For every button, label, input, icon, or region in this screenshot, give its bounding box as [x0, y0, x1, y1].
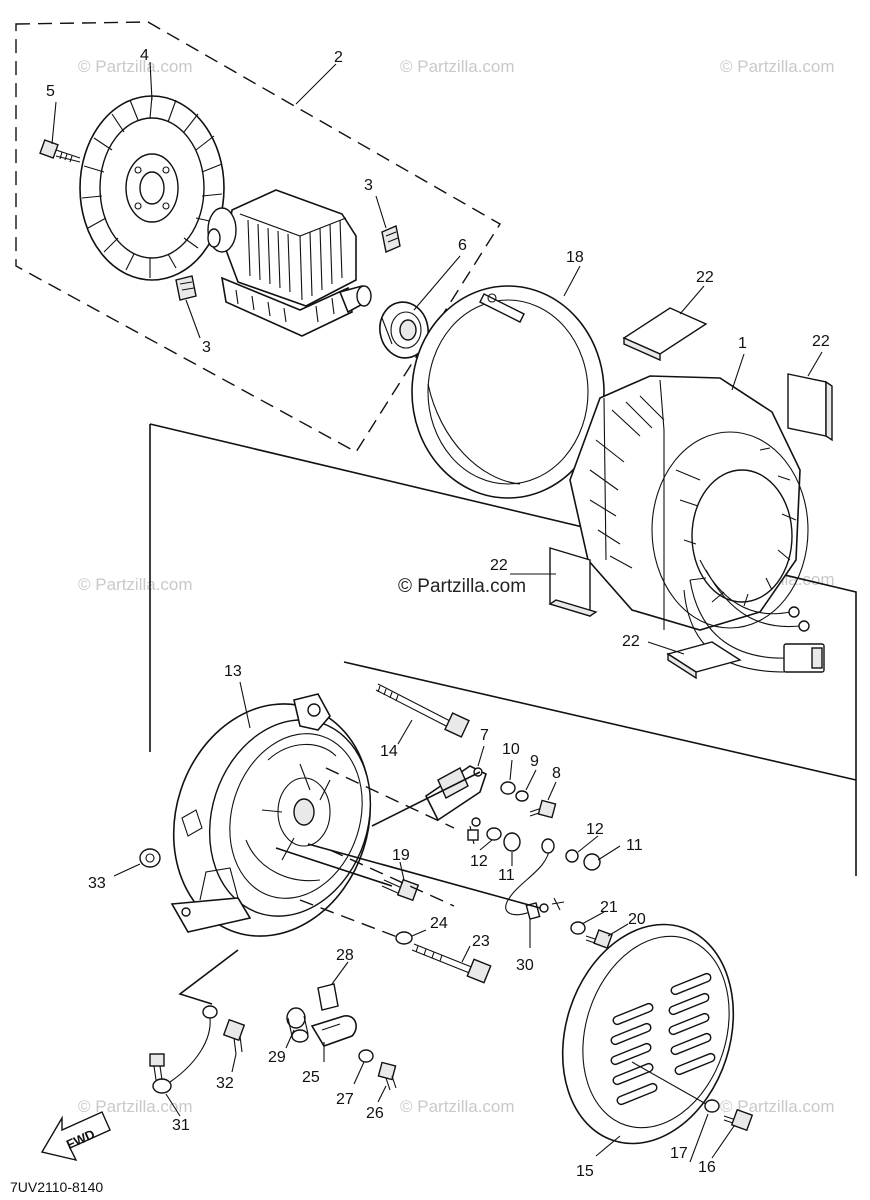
watermark: © Partzilla.com [720, 1097, 835, 1116]
callout-11: 11 [498, 867, 515, 884]
watermark: © Partzilla.com [78, 1097, 193, 1116]
callout-22: 22 [622, 633, 640, 650]
callout-3: 3 [364, 177, 373, 194]
watermark: © Partzilla.com [400, 1097, 515, 1116]
watermark: © Partzilla.com [78, 575, 193, 594]
callout-12: 12 [586, 821, 604, 838]
callout-8: 8 [552, 765, 561, 782]
bolt-part-23 [411, 943, 492, 984]
watermark-center: © Partzilla.com [398, 576, 526, 597]
callout-7: 7 [480, 727, 489, 744]
band-part-18 [411, 285, 605, 499]
rotor-part [207, 189, 372, 337]
bolt-part-19 [381, 878, 420, 902]
insulator-part-22 [622, 307, 708, 362]
callout-3: 3 [202, 339, 211, 356]
callout-31: 31 [172, 1117, 190, 1134]
screw-part-20 [585, 929, 613, 949]
callout-17: 17 [670, 1145, 688, 1162]
screw-part-26 [377, 1061, 397, 1091]
callout-23: 23 [472, 933, 490, 950]
callout-5: 5 [46, 83, 55, 100]
callout-9: 9 [530, 753, 539, 770]
key-part-3 [381, 225, 401, 253]
callout-2: 2 [334, 49, 343, 66]
bolt-part-14 [375, 683, 470, 738]
ground-lead-part-31 [149, 1005, 218, 1094]
housing-part-13 [170, 693, 372, 937]
callout-33: 33 [88, 875, 106, 892]
insulator-part-22 [666, 641, 742, 680]
watermark: © Partzilla.com [720, 57, 835, 76]
washer-part-21 [570, 921, 586, 935]
end-cover-part-15 [561, 923, 735, 1145]
insulator-part-22 [548, 547, 598, 617]
callout-32: 32 [216, 1075, 234, 1092]
assembly-leader [299, 767, 455, 939]
washer-part-33 [139, 848, 161, 868]
callout-15: 15 [576, 1163, 594, 1180]
washer-part-12 [486, 827, 502, 841]
diagram-code: 7UV2110-8140 [10, 1179, 103, 1195]
callout-14: 14 [380, 743, 398, 760]
callout-25: 25 [302, 1069, 320, 1086]
insulator-part-22 [787, 373, 833, 442]
callout-10: 10 [502, 741, 520, 758]
bolt-part-5 [39, 139, 81, 163]
callout-6: 6 [458, 237, 467, 254]
callout-22: 22 [696, 269, 714, 286]
washer-part-24 [395, 931, 413, 945]
screw-part-8 [529, 799, 557, 819]
housing-boundary [149, 423, 857, 876]
washer-part-12 [565, 849, 579, 863]
callout-27: 27 [336, 1091, 354, 1108]
screw-part-16 [723, 1108, 754, 1132]
diode-part [467, 817, 481, 845]
washer-part-17 [704, 1099, 720, 1113]
callout-1: 1 [738, 335, 747, 352]
washer-part-9 [515, 790, 529, 802]
washer-part-10 [500, 781, 516, 795]
stator-part-1 [569, 375, 825, 673]
callout-11: 11 [626, 837, 643, 854]
callout-16: 16 [698, 1159, 716, 1176]
callout-leaders [51, 61, 823, 1163]
clamp-part-25 [310, 1015, 357, 1047]
callout-22: 22 [812, 333, 830, 350]
callout-labels: 1 2 3 3 4 5 6 7 8 9 10 11 11 12 12 13 14… [46, 47, 830, 1180]
fan-part [79, 95, 225, 281]
callout-24: 24 [430, 915, 448, 932]
watermark: © Partzilla.com [400, 57, 515, 76]
bearing-part-6 [379, 301, 429, 359]
watermark: © Partzilla.com [78, 57, 193, 76]
callout-21: 21 [600, 899, 618, 916]
callout-28: 28 [336, 947, 354, 964]
callout-13: 13 [224, 663, 242, 680]
spacer-part-28 [317, 983, 339, 1011]
assembly-leader [178, 771, 541, 1005]
callout-26: 26 [366, 1105, 384, 1122]
nut-part-11 [503, 832, 521, 852]
callout-19: 19 [392, 847, 410, 864]
callout-29: 29 [268, 1049, 286, 1066]
collar-part-29 [286, 1007, 309, 1043]
callout-12: 12 [470, 853, 488, 870]
callout-4: 4 [140, 47, 149, 64]
callout-18: 18 [566, 249, 584, 266]
forward-arrow-icon: FWD [40, 1111, 111, 1162]
key-part-3 [175, 275, 197, 301]
nut-part-11 [583, 853, 601, 871]
callout-20: 20 [628, 911, 646, 928]
washer-part-27 [358, 1049, 374, 1063]
brush-holder-part-7 [424, 765, 487, 822]
watermark-layer: © Partzilla.com © Partzilla.com © Partzi… [78, 57, 835, 1116]
callout-30: 30 [516, 957, 534, 974]
bolt-part-32 [222, 1018, 246, 1055]
callout-22: 22 [490, 557, 508, 574]
